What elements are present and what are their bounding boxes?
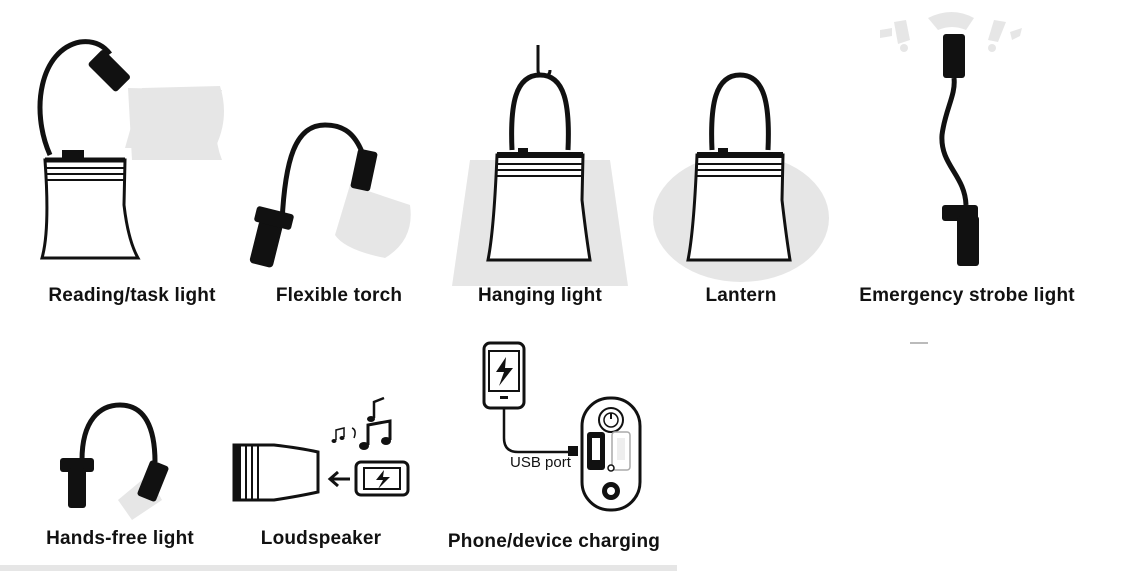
strobe-light-illustration bbox=[880, 12, 1022, 266]
torch-head bbox=[137, 460, 169, 502]
flexible-arm bbox=[279, 122, 365, 223]
hands-free-light-illustration bbox=[60, 402, 169, 520]
lamp-shade bbox=[486, 153, 592, 262]
label-lantern: Lantern bbox=[705, 285, 777, 306]
label-reading-task-light: Reading/task light bbox=[48, 285, 216, 306]
hook bbox=[536, 45, 552, 78]
charging-illustration bbox=[482, 341, 642, 512]
bottom-divider bbox=[0, 565, 677, 571]
torch-head bbox=[943, 34, 965, 78]
lightning-icon bbox=[376, 470, 390, 489]
usb-cable bbox=[502, 408, 568, 454]
arrow-left-icon bbox=[327, 470, 350, 488]
label-hanging-light: Hanging light bbox=[478, 285, 602, 306]
usb-port-label: USB port bbox=[510, 454, 571, 471]
loudspeaker-illustration bbox=[232, 396, 410, 502]
strobe-rays bbox=[928, 12, 974, 30]
lantern-illustration bbox=[653, 72, 829, 282]
control-panel bbox=[580, 396, 642, 512]
flexible-arm bbox=[939, 77, 969, 206]
lightning-icon bbox=[496, 357, 513, 386]
speaker-shade bbox=[232, 443, 320, 502]
torch-head bbox=[350, 148, 378, 192]
label-flexible-torch: Flexible torch bbox=[275, 285, 403, 306]
flexible-torch-illustration bbox=[249, 122, 411, 268]
label-emergency-strobe-light: Emergency strobe light bbox=[859, 285, 1075, 306]
torch-body bbox=[68, 468, 86, 508]
label-loudspeaker: Loudspeaker bbox=[260, 528, 382, 549]
lamp-shade bbox=[686, 153, 792, 262]
torch-body bbox=[249, 220, 283, 268]
flexible-arm bbox=[37, 39, 112, 157]
torch-body bbox=[957, 216, 979, 266]
light-beam bbox=[335, 185, 411, 258]
handle bbox=[709, 72, 771, 151]
music-notes-icon bbox=[331, 396, 392, 450]
reading-light-illustration bbox=[37, 39, 224, 260]
label-phone-device-charging: Phone/device charging bbox=[447, 531, 661, 552]
lamp-shade bbox=[40, 158, 141, 260]
hanging-light-illustration bbox=[452, 45, 628, 286]
handle bbox=[509, 72, 571, 151]
flexible-arm bbox=[79, 402, 158, 463]
torch-head bbox=[88, 50, 130, 92]
label-hands-free-light: Hands-free light bbox=[46, 528, 194, 549]
